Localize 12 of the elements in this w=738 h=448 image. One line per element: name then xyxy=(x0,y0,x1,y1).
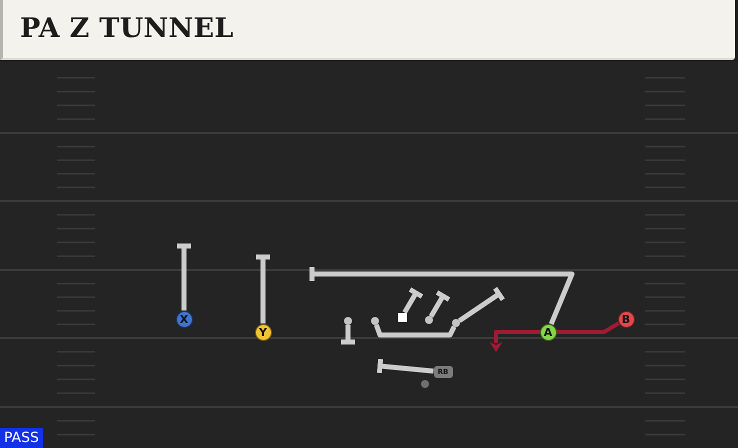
play-title: PA Z TUNNEL xyxy=(20,13,234,45)
block-line xyxy=(376,358,434,374)
block-line xyxy=(310,267,574,326)
route-arrow xyxy=(490,322,620,352)
block-line xyxy=(341,325,355,344)
route-line xyxy=(374,324,456,338)
play-type-tag: PASS xyxy=(0,428,43,448)
block-line xyxy=(256,254,270,324)
block-line xyxy=(402,287,424,314)
block-line xyxy=(458,286,505,323)
block-line xyxy=(177,244,191,310)
block-line xyxy=(428,290,450,318)
